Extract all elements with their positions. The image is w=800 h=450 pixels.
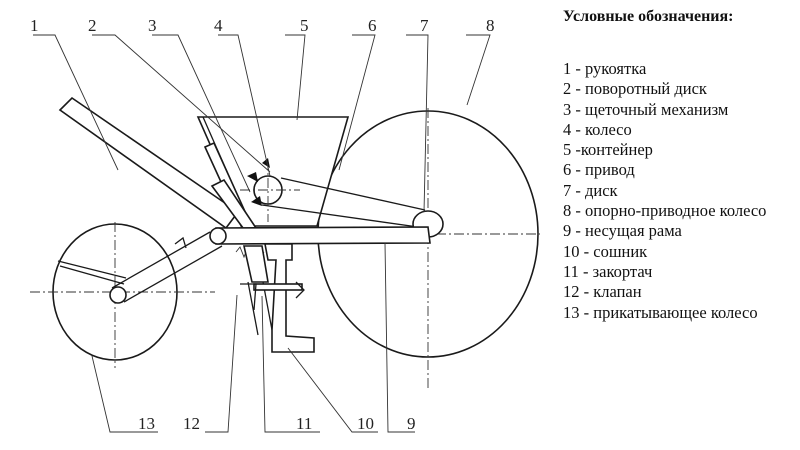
legend-item: 5 -контейнер [563,140,653,160]
brush-mechanism [240,158,300,222]
legend-list: 1 - рукоятка 2 - поворотный диск 3 - щет… [563,59,798,323]
container [196,116,350,233]
callout-10: 10 [357,414,374,433]
callout-1: 1 [30,16,39,35]
callout-8: 8 [486,16,495,35]
callout-3: 3 [148,16,157,35]
legend-item: 4 - колесо [563,119,632,139]
legend: Условные обозначения: 1 - рукоятка 2 - п… [563,8,798,323]
legend-item: 9 - несущая рама [563,221,682,241]
legend-item: 13 - прикатывающее колесо [563,302,758,322]
valve [243,245,273,336]
callout-13: 13 [138,414,155,433]
callout-4: 4 [214,16,223,35]
legend-item: 12 - клапан [563,282,642,302]
callout-6: 6 [368,16,377,35]
legend-item: 11 - закортач [563,261,653,281]
legend-item: 6 - привод [563,160,635,180]
carrying-frame [57,226,431,304]
leader-lines [33,34,491,433]
legend-item: 3 - щеточный механизм [563,99,729,119]
drive-belt [261,177,426,229]
callout-11: 11 [296,414,312,433]
callout-9: 9 [407,414,416,433]
callout-numbers: 1 2 3 4 5 6 7 8 9 10 11 12 13 [30,16,495,433]
callout-2: 2 [88,16,97,35]
legend-item: 7 - диск [563,180,618,200]
callout-12: 12 [183,414,200,433]
legend-item: 1 - рукоятка [563,59,647,78]
callout-5: 5 [300,16,309,35]
legend-title: Условные обозначения: [563,8,734,25]
callout-7: 7 [420,16,429,35]
legend-item: 10 - сошник [563,241,648,261]
legend-item: 2 - поворотный диск [563,79,707,99]
coulter [240,243,315,353]
legend-item: 8 - опорно-приводное колесо [563,201,767,221]
